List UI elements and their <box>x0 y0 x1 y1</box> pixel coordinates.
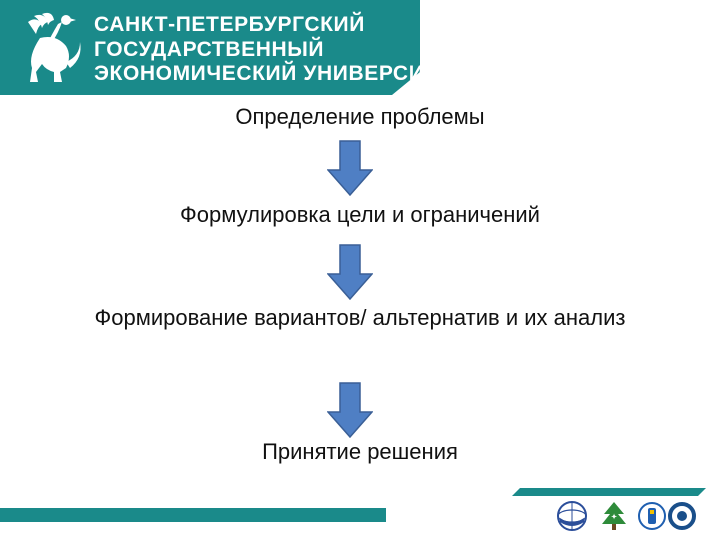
footer-top-bar <box>512 488 706 496</box>
university-name-line-2: ГОСУДАРСТВЕННЫЙ <box>94 38 325 61</box>
globe-emblem-icon <box>557 501 587 531</box>
header-banner-shape <box>0 0 420 95</box>
university-name-line-1: САНКТ-ПЕТЕРБУРГСКИЙ <box>94 13 365 36</box>
arrow-down-icon <box>327 244 373 300</box>
tree-emblem-icon: ✦ <box>602 502 626 530</box>
blue-emblem-icon <box>638 502 666 530</box>
header-banner-fill <box>0 0 420 95</box>
university-name-line-3: ЭКОНОМИЧЕСКИЙ УНИВЕРСИТЕТ <box>94 62 466 85</box>
arrow-down-icon <box>327 140 373 196</box>
step-goal-formulation: Формулировка цели и ограничений <box>180 202 540 227</box>
step-problem-definition: Определение проблемы <box>235 104 485 129</box>
svg-text:✦: ✦ <box>611 513 617 521</box>
griffin-icon <box>28 12 81 82</box>
step-decision: Принятие решения <box>262 439 458 464</box>
step-alternatives-analysis: Формирование вариантов/ альтернатив и их… <box>94 305 626 330</box>
arrow-down-icon <box>327 382 373 438</box>
footer-bottom-bar <box>0 508 386 522</box>
header-banner <box>0 0 720 95</box>
footer-bars <box>0 488 706 522</box>
ring-emblem-icon <box>668 502 696 530</box>
